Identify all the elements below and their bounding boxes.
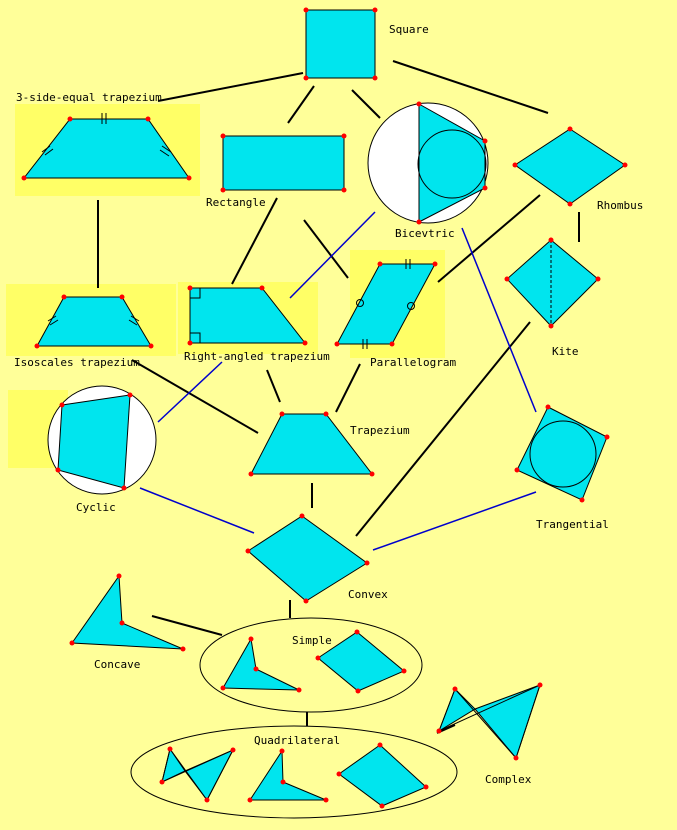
- edge-square-3side: [157, 72, 304, 102]
- node-bicentric: Bicevtric: [367, 101, 489, 240]
- label-right-trapezium: Right-angled trapezium: [184, 350, 330, 363]
- label-quadrilateral: Quadrilateral: [254, 734, 340, 747]
- label-bicentric: Bicevtric: [395, 227, 455, 240]
- tangential-incircle: [529, 420, 597, 488]
- bicentric-incircle: [417, 129, 487, 199]
- edge-righttrap-cyclic: [157, 361, 223, 423]
- label-simple: Simple: [292, 634, 332, 647]
- edge-cyclic-convex: [139, 487, 255, 534]
- edge-square-rhombus: [392, 60, 549, 114]
- edge-concave-simple: [151, 615, 223, 636]
- edge-bicentric-righttrap: [289, 211, 376, 299]
- trapezium-shape: [250, 413, 374, 475]
- edge-square-rectangle: [287, 85, 315, 124]
- edge-rectangle-righttrap: [231, 197, 278, 285]
- label-parallelogram: Parallelogram: [370, 356, 456, 369]
- edge-parallelogram-trapezium: [335, 363, 361, 413]
- label-convex: Convex: [348, 588, 388, 601]
- node-quadrilateral: Quadrilateral: [130, 725, 458, 819]
- node-complex: Complex: [436, 682, 543, 786]
- label-cyclic: Cyclic: [76, 501, 116, 514]
- kite-shape: [506, 239, 599, 327]
- node-trapezium: Trapezium: [248, 411, 410, 477]
- edge-square-bicentric: [351, 89, 381, 119]
- simple-concave-shape: [222, 637, 300, 691]
- label-tangential: Trangential: [536, 518, 609, 531]
- node-parallelogram: Parallelogram: [334, 259, 456, 369]
- node-concave: Concave: [69, 573, 186, 671]
- label-trapezium: Trapezium: [350, 424, 410, 437]
- node-square: Square: [303, 7, 429, 81]
- hierarchy-edges: [97, 60, 580, 734]
- label-isosceles: Isoscales trapezium: [14, 356, 140, 369]
- node-rhombus: Rhombus: [512, 126, 643, 212]
- node-3side-trapezium: 3-side-equal trapezium: [16, 91, 192, 181]
- complex-right-lobe: [474, 684, 541, 760]
- concave-shape: [71, 574, 184, 650]
- label-square: Square: [389, 23, 429, 36]
- complex-left-lobe: [438, 688, 476, 733]
- label-rectangle: Rectangle: [206, 196, 266, 209]
- edge-kite-convex: [355, 321, 531, 537]
- label-rhombus: Rhombus: [597, 199, 643, 212]
- node-convex: Convex: [245, 513, 388, 604]
- node-right-trapezium: Right-angled trapezium: [184, 285, 330, 363]
- edge-rhombus-parallelogram: [437, 194, 541, 283]
- quad-concave-shape: [249, 749, 327, 801]
- edge-isosceles-trapezium: [131, 359, 259, 434]
- quad-convex-shape: [338, 744, 427, 807]
- label-complex: Complex: [485, 773, 532, 786]
- rhombus-shape: [514, 128, 626, 205]
- quadrilateral-ellipse: [130, 725, 458, 819]
- edge-bicentric-tangential: [461, 227, 537, 413]
- label-3side-trapezium: 3-side-equal trapezium: [16, 91, 162, 104]
- quad-complex-right: [184, 748, 235, 801]
- node-isosceles-trapezium: Isoscales trapezium: [14, 294, 154, 369]
- rectangle-shape: [222, 135, 345, 191]
- edge-righttrap-trapezium: [266, 369, 281, 403]
- edge-tangential-convex: [372, 491, 537, 551]
- label-kite: Kite: [552, 345, 579, 358]
- square-shape: [305, 9, 376, 79]
- simple-ellipse: [199, 617, 423, 713]
- node-kite: Kite: [504, 237, 601, 358]
- label-concave: Concave: [94, 658, 140, 671]
- node-tangential: Trangential: [514, 404, 610, 531]
- node-simple: Simple: [199, 617, 423, 713]
- node-rectangle: Rectangle: [206, 133, 347, 209]
- tangential-cyclic-edges: [139, 211, 537, 551]
- node-cyclic: Cyclic: [47, 385, 157, 514]
- edge-rectangle-parallelogram: [303, 219, 349, 279]
